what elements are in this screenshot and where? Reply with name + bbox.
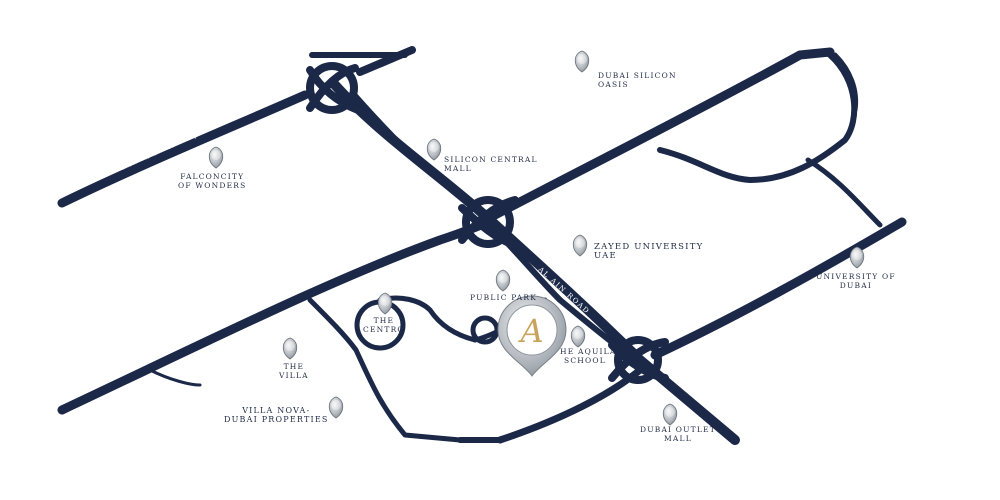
road-network <box>57 46 907 445</box>
pin-zayed-university[interactable] <box>572 234 588 257</box>
road-upper-arterial <box>490 47 835 220</box>
pin-falconcity[interactable] <box>208 146 224 169</box>
road-sheikh-mohammed <box>57 90 310 208</box>
label-public-park: PUBLIC PARK <box>470 293 538 302</box>
label-falconcity: FALCONCITY OF WONDERS <box>178 172 247 190</box>
road-east <box>650 217 907 360</box>
label-dubai-outlet-mall: DUBAI OUTLET MALL <box>640 425 716 443</box>
project-pin-inner <box>506 304 558 356</box>
pin-villa-nova[interactable] <box>328 396 344 419</box>
label-dubai-silicon-oasis: DUBAI SILICON OASIS <box>598 71 677 89</box>
label-the-villa: THE VILLA <box>279 362 309 380</box>
road-local-sw <box>148 368 202 387</box>
label-university-of-dubai: UNIVERSITY OF DUBAI <box>816 272 896 290</box>
label-the-centro: THE CENTRO <box>363 316 405 334</box>
pin-the-villa[interactable] <box>282 337 298 360</box>
pin-silicon-central-mall[interactable] <box>426 138 442 161</box>
label-villa-nova: VILLA NOVA- DUBAI PROPERTIES <box>224 406 329 424</box>
label-zayed-university: ZAYED UNIVERSITY UAE <box>594 242 704 261</box>
pin-aquila-school[interactable] <box>570 325 586 348</box>
road-local-centro-north <box>377 295 478 343</box>
label-silicon-central-mall: SILICON CENTRAL MALL <box>444 155 538 173</box>
interchange-northwest <box>306 62 362 114</box>
project-location-pin[interactable]: A <box>497 295 567 377</box>
location-pins <box>208 50 865 426</box>
aquila-ring <box>470 315 500 345</box>
interchange-central <box>458 196 519 249</box>
road-loop-e <box>805 157 883 228</box>
road-east-sw <box>496 366 644 444</box>
label-aquila-school: HE AQUILA SCHOOL <box>560 347 617 365</box>
pin-dubai-outlet-mall[interactable] <box>662 403 678 426</box>
road-secondary-diagonal <box>352 92 473 208</box>
pin-university-of-dubai[interactable] <box>849 246 865 269</box>
road-lower-arterial <box>57 217 495 415</box>
road-local-centro <box>307 297 463 443</box>
pin-the-centro[interactable] <box>377 292 393 315</box>
pin-dubai-silicon-oasis[interactable] <box>574 50 590 73</box>
project-logo-letter: A <box>517 312 543 350</box>
pin-public-park[interactable] <box>495 269 511 292</box>
road-loop-n <box>832 52 859 113</box>
interchange-southeast <box>608 336 669 384</box>
road-label-sheikh-mohammed: Sheikh Mohammed Bin Zayed Road <box>120 122 221 172</box>
